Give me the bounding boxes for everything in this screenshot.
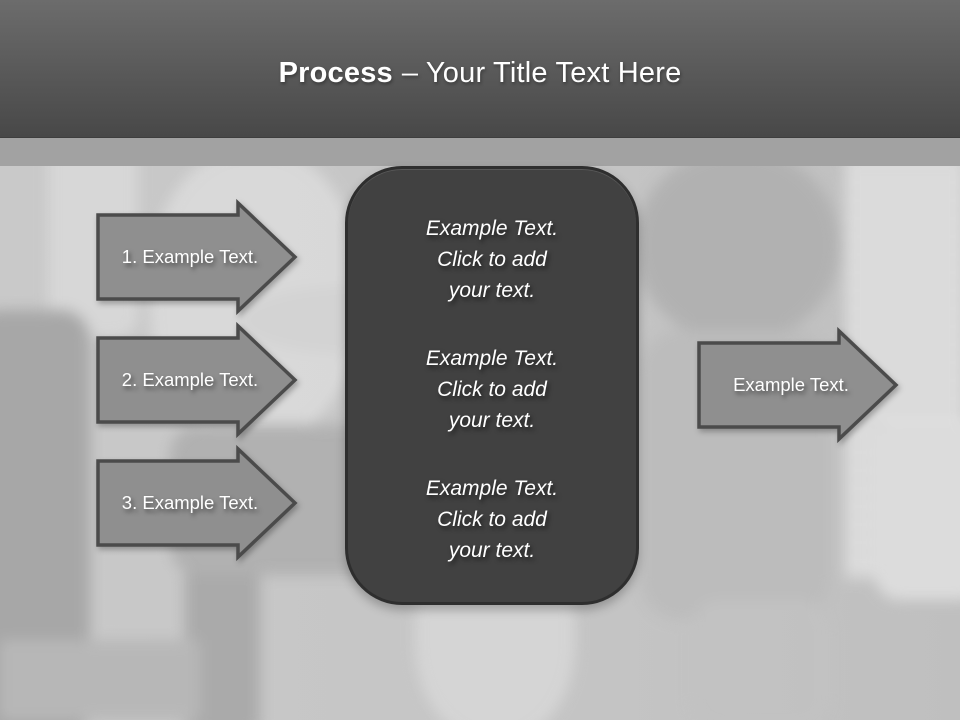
output-arrow[interactable]: Example Text. [697, 326, 899, 444]
step-arrow-1[interactable]: 1. Example Text. [96, 198, 298, 316]
placeholder-line: your text. [448, 279, 536, 302]
placeholder-line: Click to add [437, 508, 547, 531]
photo-blob [0, 640, 200, 720]
placeholder-line: your text. [448, 409, 536, 432]
photo-blob [875, 420, 960, 600]
arrow-right-shape [96, 198, 298, 316]
placeholder-line: your text. [448, 539, 536, 562]
placeholder-line: Example Text. [425, 347, 559, 370]
placeholder-line: Example Text. [425, 217, 559, 240]
step-label: 2. Example Text. [121, 369, 259, 390]
placeholder-line: Click to add [437, 248, 547, 271]
photo-blob [690, 600, 830, 720]
step-arrow-2[interactable]: 2. Example Text. [96, 321, 298, 439]
photo-gray-band [0, 137, 960, 166]
output-label: Example Text. [733, 374, 849, 395]
placeholder-text-block-2[interactable]: Example Text. Click to add your text. [364, 343, 620, 436]
slide-header: Process– Your Title Text Here [0, 0, 960, 138]
arrow-right-shape [96, 444, 298, 562]
step-arrow-3[interactable]: 3. Example Text. [96, 444, 298, 562]
arrow-right-shape [697, 326, 899, 444]
placeholder-text-block-1[interactable]: Example Text. Click to add your text. [364, 213, 620, 306]
arrow-right-shape [96, 321, 298, 439]
placeholder-text-block-3[interactable]: Example Text. Click to add your text. [364, 473, 620, 566]
placeholder-line: Click to add [437, 378, 547, 401]
step-label: 3. Example Text. [121, 492, 259, 513]
step-label: 1. Example Text. [121, 246, 259, 267]
page-title[interactable]: Process– Your Title Text Here [279, 57, 682, 90]
title-keyword: Process [278, 57, 393, 89]
title-subtitle: – Your Title Text Here [401, 57, 682, 89]
center-panel[interactable]: Example Text. Click to add your text. Ex… [345, 166, 639, 605]
photo-blob [635, 148, 840, 343]
placeholder-line: Example Text. [425, 477, 559, 500]
